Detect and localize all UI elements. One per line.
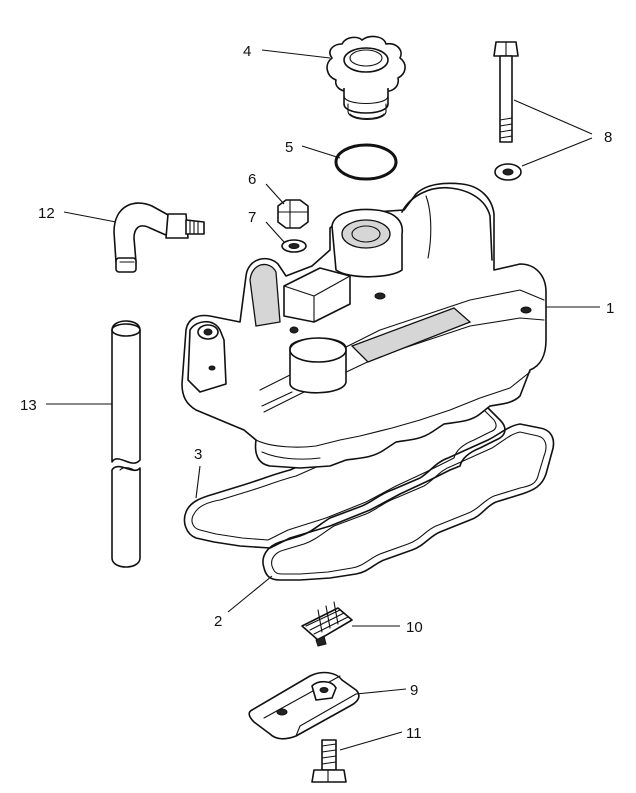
callout-4: 4 (243, 43, 251, 60)
leader-9 (355, 688, 407, 695)
leader-8a (513, 99, 593, 135)
leader-12 (63, 211, 117, 223)
callout-1: 1 (606, 300, 614, 317)
part-inner-gasket (183, 390, 506, 549)
callout-11: 11 (406, 725, 422, 742)
leader-11 (339, 731, 403, 751)
leader-3 (195, 465, 201, 499)
leader-5 (301, 145, 341, 159)
part-hose (111, 320, 141, 568)
leader-6 (265, 183, 285, 205)
part-bolt-and-washer (493, 41, 522, 181)
part-screw (311, 739, 347, 783)
leader-4 (261, 49, 331, 59)
part-hold-down-plate (248, 671, 360, 740)
callout-2: 2 (214, 613, 222, 630)
callout-labels: 4 5 6 7 8 1 12 13 3 2 10 9 11 (20, 43, 614, 742)
part-outer-gasket (262, 423, 555, 581)
callout-13: 13 (20, 397, 37, 414)
part-o-ring (334, 143, 398, 181)
leader-7 (265, 221, 285, 243)
callout-6: 6 (248, 171, 256, 188)
callout-8: 8 (604, 129, 612, 146)
callout-3: 3 (194, 446, 202, 463)
part-cap-nut (277, 199, 309, 229)
part-oil-filler-cap (326, 35, 406, 121)
callout-7: 7 (248, 209, 256, 226)
part-washer (281, 239, 307, 253)
callout-12: 12 (38, 205, 55, 222)
leader-lines (46, 49, 600, 751)
callout-10: 10 (406, 619, 423, 636)
part-spring-clip (301, 601, 353, 647)
callout-5: 5 (285, 139, 293, 156)
callout-9: 9 (410, 682, 418, 699)
leader-2 (227, 575, 273, 613)
leader-8b (521, 137, 593, 167)
part-breather-elbow (113, 202, 205, 273)
part-rocker-cover (181, 182, 547, 469)
